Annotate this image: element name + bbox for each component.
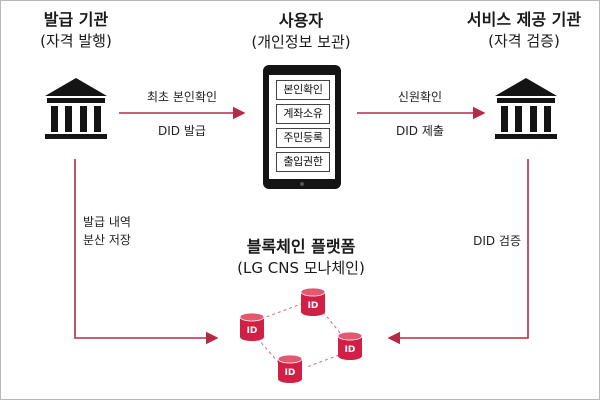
database-icon: ID xyxy=(277,354,303,383)
database-icon: ID xyxy=(239,312,265,341)
user-to-verifier-label-bottom: DID 제출 xyxy=(396,124,444,138)
blockchain-subtitle: (LG CNS 모나체인) xyxy=(237,259,365,277)
issuer-to-chain-label-line2: 분산 저장 xyxy=(83,233,131,247)
verifier-to-chain-label: DID 검증 xyxy=(473,234,521,248)
bank-icon xyxy=(495,78,557,139)
issuer-subtitle: (자격 발행) xyxy=(40,32,112,50)
user-title: 사용자 xyxy=(278,11,324,30)
issuer-to-chain-label-line1: 발급 내역 xyxy=(83,215,131,229)
arrow-issuer-to-chain xyxy=(74,159,219,345)
arrow-verifier-to-chain xyxy=(387,159,529,345)
database-node-label: ID xyxy=(308,301,319,311)
issuer-to-user-label-bottom: DID 발급 xyxy=(158,124,206,138)
bank-icon xyxy=(45,78,107,139)
issuer-title: 발급 기관 xyxy=(43,10,109,29)
user-item-box: 출입권한 xyxy=(276,152,330,172)
user-subtitle: (개인정보 보관) xyxy=(251,33,351,51)
user-item-box: 주민등록 xyxy=(276,128,330,148)
database-node-label: ID xyxy=(247,326,258,336)
user-item-box: 계좌소유 xyxy=(276,104,330,124)
network-links xyxy=(256,303,342,368)
verifier-title: 서비스 제공 기관 xyxy=(466,10,582,29)
verifier-subtitle: (자격 검증) xyxy=(488,32,560,50)
database-node-label: ID xyxy=(285,368,296,378)
user-item-box: 본인확인 xyxy=(276,80,330,100)
issuer-to-user-label-top: 최초 본인확인 xyxy=(146,90,218,104)
database-icon: ID xyxy=(300,287,326,316)
user-to-verifier-label-top: 신원확인 xyxy=(397,90,443,104)
blockchain-title: 블록체인 플랫폼 xyxy=(246,237,356,256)
database-node-label: ID xyxy=(345,345,356,355)
database-icon: ID xyxy=(337,331,363,360)
